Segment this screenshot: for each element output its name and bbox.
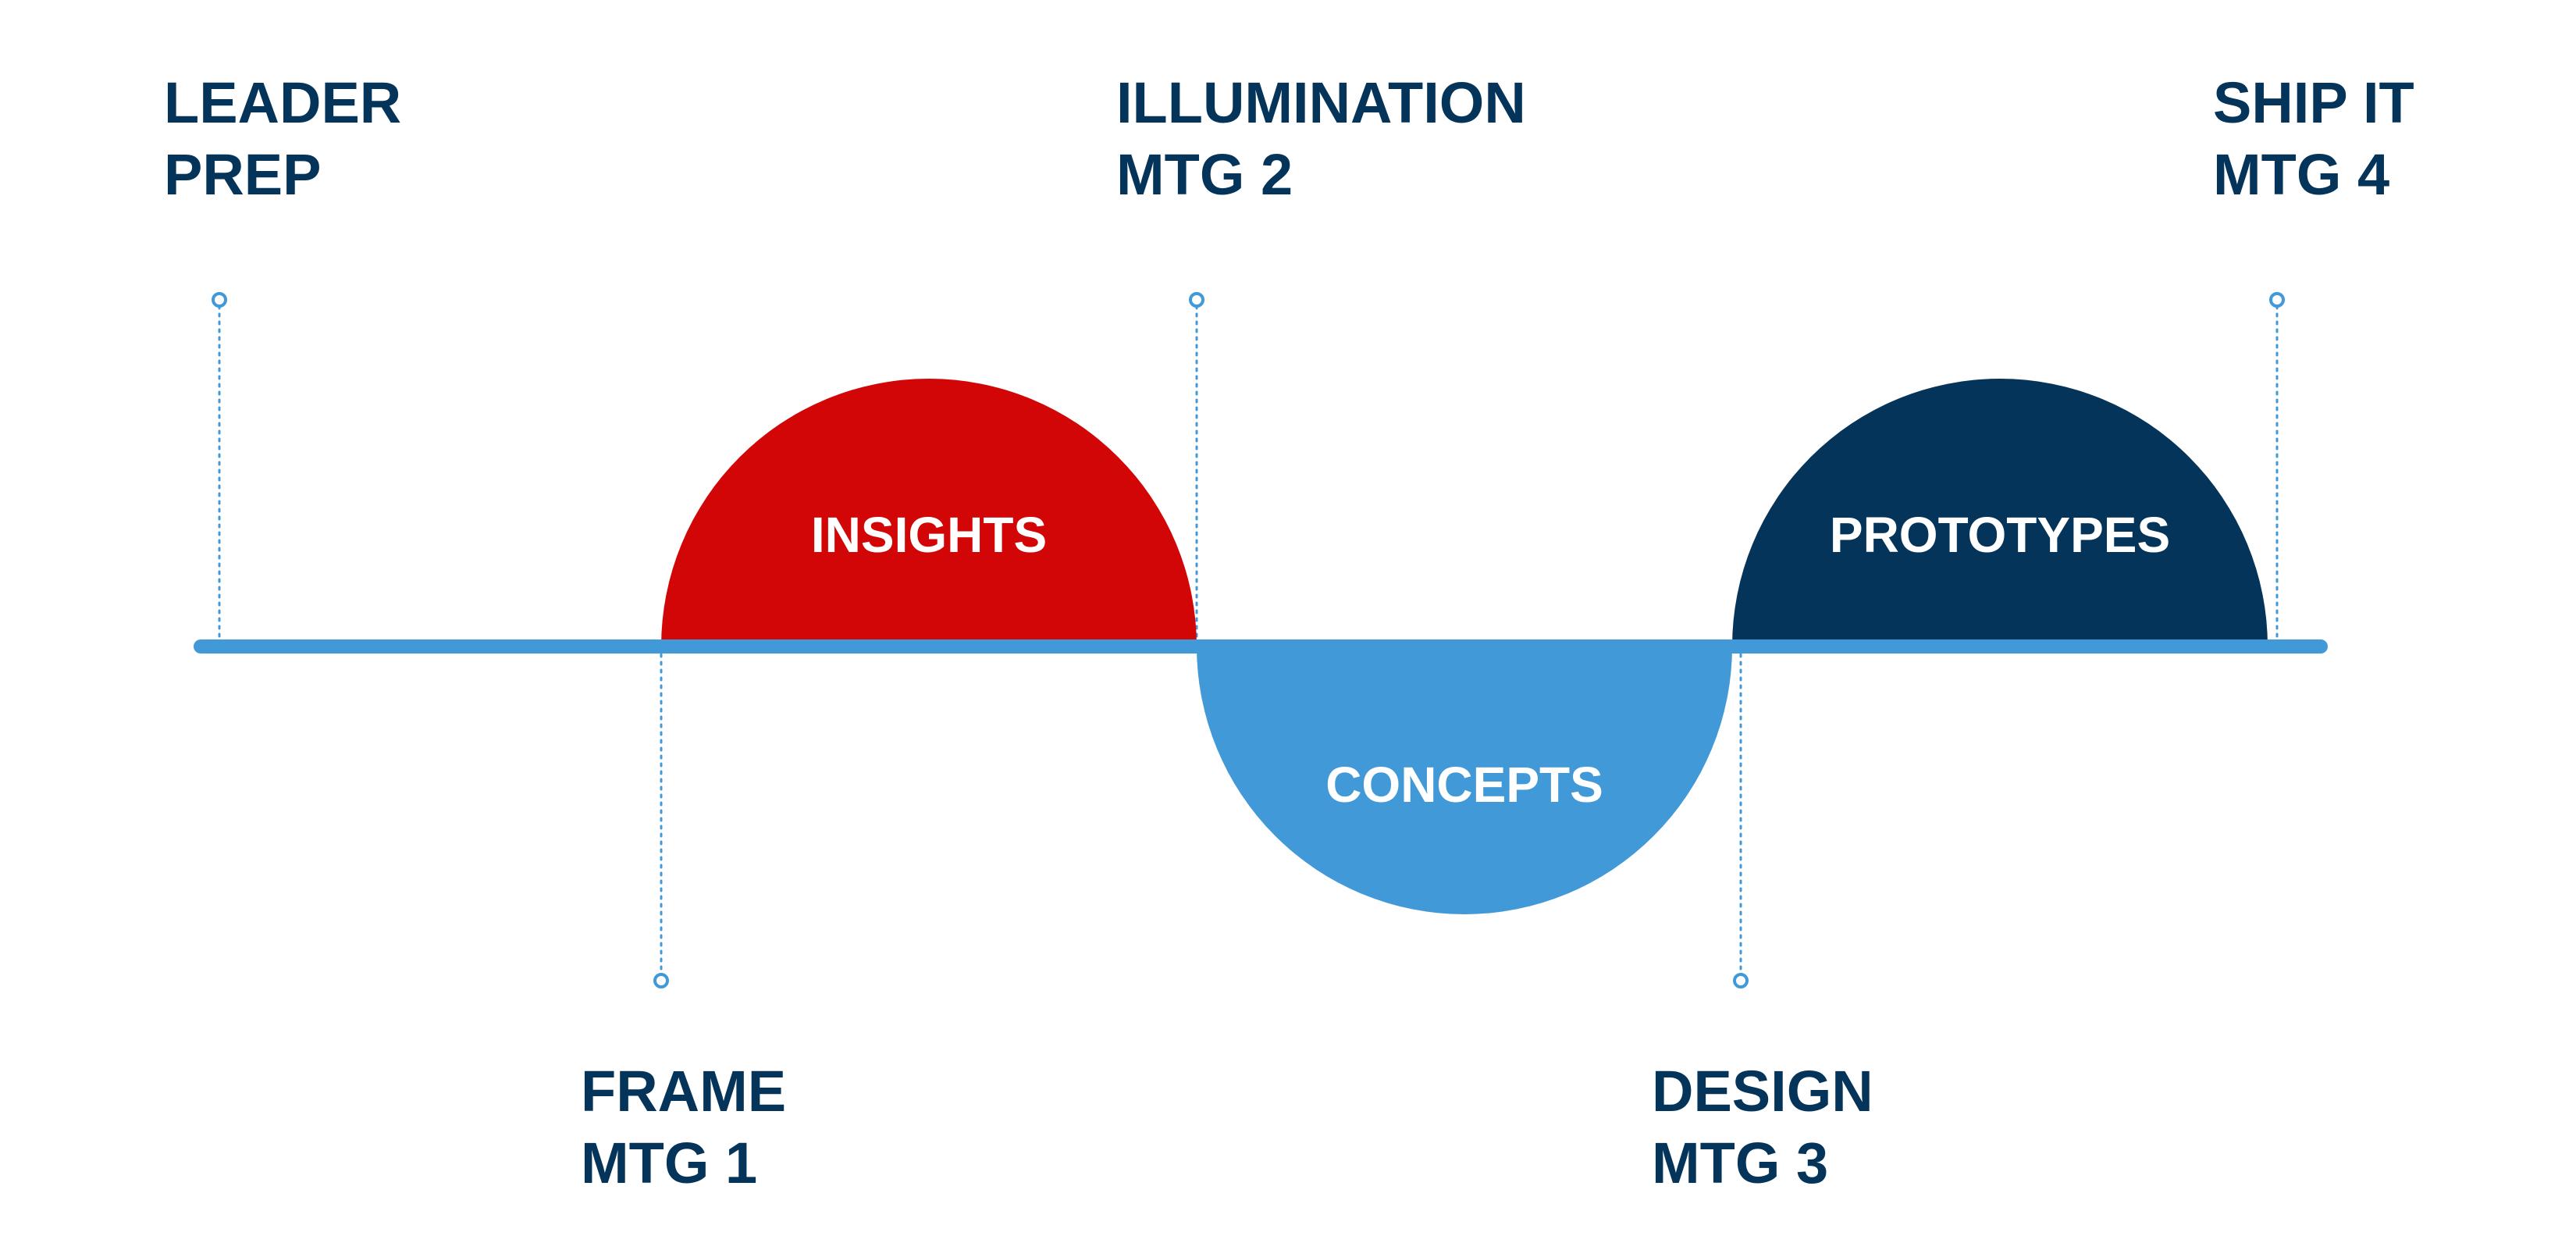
milestone-ship-it-line1: SHIP IT bbox=[2213, 70, 2414, 135]
milestone-markers bbox=[212, 292, 2285, 988]
marker-leader-prep bbox=[212, 292, 227, 308]
concepts-label: CONCEPTS bbox=[1325, 757, 1603, 813]
milestone-leader-prep-line2: PREP bbox=[164, 142, 322, 207]
insights-label: INSIGHTS bbox=[811, 507, 1047, 563]
prototypes-label: PROTOTYPES bbox=[1830, 507, 2170, 563]
milestone-label-design: DESIGN MTG 3 bbox=[1652, 1056, 1873, 1199]
milestone-label-leader-prep: LEADER PREP bbox=[164, 67, 401, 211]
concepts-phase-shape bbox=[1197, 646, 1732, 914]
milestone-illumination-line2: MTG 2 bbox=[1116, 142, 1293, 207]
milestone-label-frame: FRAME MTG 1 bbox=[581, 1056, 786, 1199]
marker-ship-it bbox=[2269, 292, 2285, 308]
milestone-leader-prep-line1: LEADER bbox=[164, 70, 402, 135]
milestone-ship-it-line2: MTG 4 bbox=[2213, 142, 2390, 207]
milestone-design-line2: MTG 3 bbox=[1652, 1131, 1829, 1195]
prototypes-phase-shape bbox=[1732, 379, 2268, 646]
marker-frame bbox=[653, 973, 669, 988]
milestone-design-line1: DESIGN bbox=[1652, 1059, 1873, 1124]
milestone-frame-line1: FRAME bbox=[581, 1059, 787, 1124]
milestone-label-illumination: ILLUMINATION MTG 2 bbox=[1116, 67, 1526, 211]
marker-design bbox=[1733, 973, 1749, 988]
marker-illumination bbox=[1189, 292, 1204, 308]
insights-phase-shape bbox=[661, 379, 1197, 646]
milestone-illumination-line1: ILLUMINATION bbox=[1116, 70, 1526, 135]
milestone-label-ship-it: SHIP IT MTG 4 bbox=[2213, 67, 2414, 211]
connector-lines bbox=[218, 305, 2279, 976]
milestone-frame-line2: MTG 1 bbox=[581, 1131, 758, 1195]
